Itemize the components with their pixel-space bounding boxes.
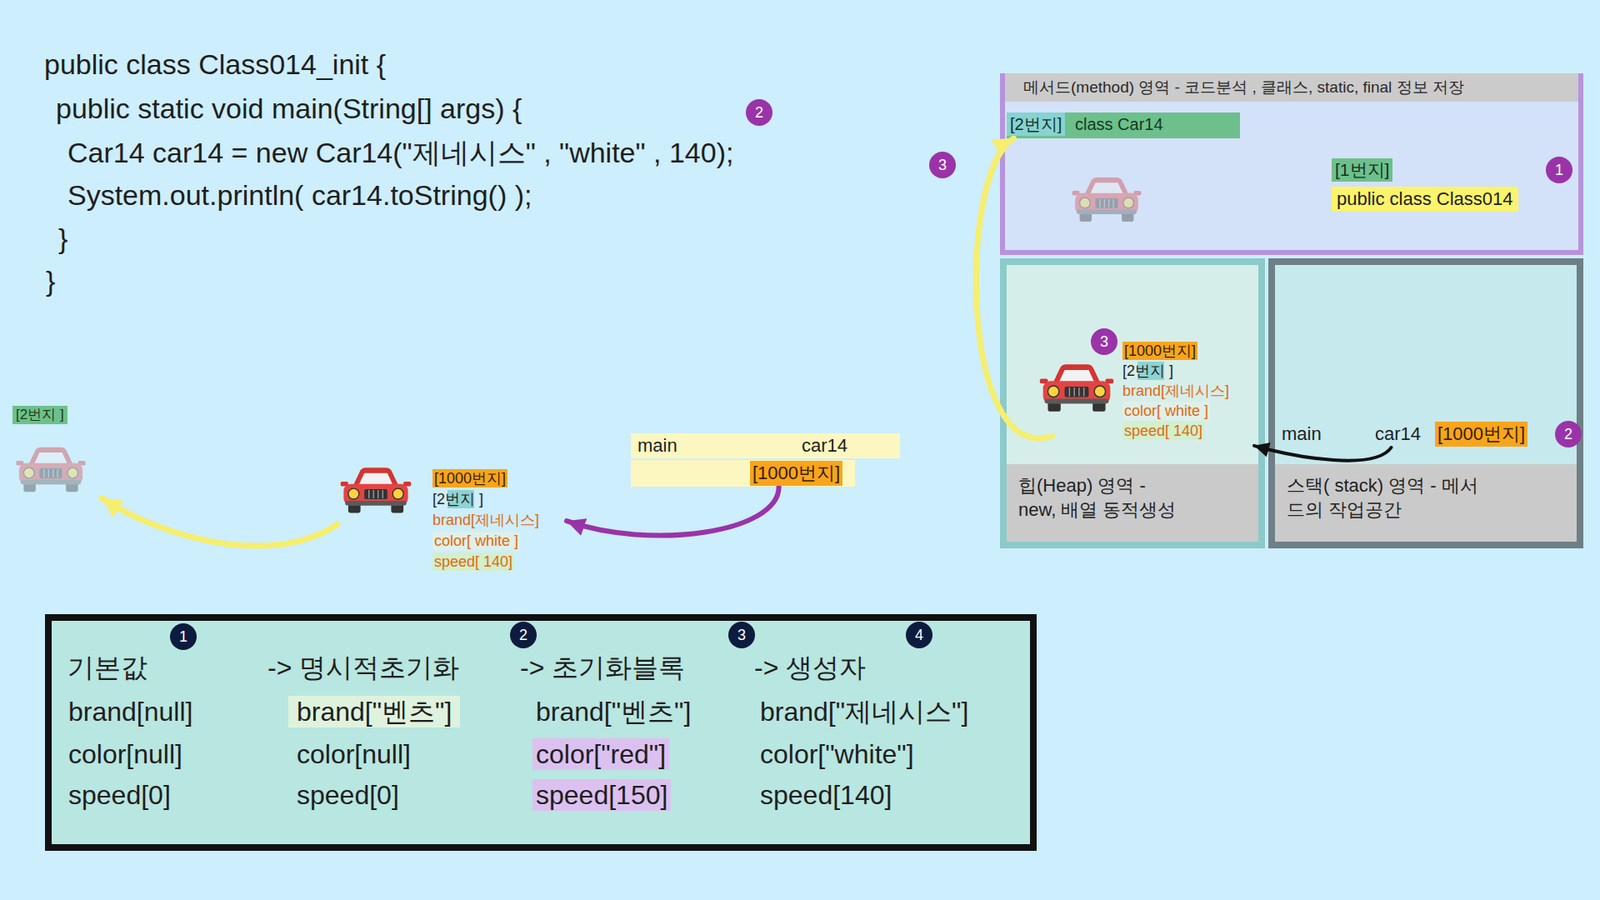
method-area-panel: 메서드(method) 영역 - 코드분석 , 클래스, static, fin… bbox=[1000, 73, 1584, 255]
callout-number: 2 bbox=[1555, 420, 1582, 448]
callout-number: 3 bbox=[728, 621, 755, 649]
address-tag: [1번지] bbox=[1331, 158, 1393, 182]
field-value: speed[ 140] bbox=[432, 552, 515, 571]
table-heading: -> 명시적초기화 bbox=[267, 651, 460, 684]
table-heading: 기본값 bbox=[67, 651, 148, 684]
car-illustration bbox=[15, 447, 85, 492]
code-line: Car14 car14 = new Car14("제네시스" , "white"… bbox=[67, 135, 734, 170]
method-name: main bbox=[637, 433, 678, 459]
callout-number: 2 bbox=[745, 99, 773, 126]
class-name: class Car14 bbox=[1075, 112, 1164, 136]
address-tag: [2번지 ] bbox=[12, 405, 68, 425]
reference-value: [1000번지] bbox=[750, 460, 843, 486]
table-cell: brand[null] bbox=[68, 695, 193, 728]
table-cell: brand["벤츠"] bbox=[535, 695, 691, 728]
field-value: color[ white ] bbox=[1122, 401, 1210, 420]
class-address: [2번지 ] bbox=[432, 490, 484, 509]
code-line: System.out.println( car14.toString() ); bbox=[67, 178, 532, 213]
callout-number: 1 bbox=[1545, 156, 1573, 184]
stack-frame-band bbox=[630, 460, 855, 487]
table-heading: -> 초기화블록 bbox=[520, 651, 685, 684]
field-value: brand[제네시스] bbox=[432, 510, 540, 530]
table-cell: speed[150] bbox=[532, 779, 671, 811]
address-tag: [1000번지] bbox=[432, 469, 508, 488]
code-line: public class Class014_init { bbox=[44, 47, 386, 82]
heap-area-panel: 힙(Heap) 영역 - new, 배열 동적생성 [1000번지][2번지 ]b… bbox=[1000, 258, 1265, 549]
table-cell: speed[0] bbox=[68, 779, 171, 811]
table-cell: speed[140] bbox=[760, 779, 892, 811]
callout-number: 3 bbox=[929, 151, 956, 179]
field-value: speed[ 140] bbox=[1122, 421, 1205, 440]
connector-arrow bbox=[566, 486, 780, 536]
area-heading: 메서드(method) 영역 - 코드분석 , 클래스, static, fin… bbox=[1023, 77, 1465, 98]
table-cell: brand["벤츠"] bbox=[288, 695, 460, 728]
table-frame bbox=[48, 617, 1034, 848]
table-heading: -> 생성자 bbox=[754, 651, 866, 684]
variable-name: car14 bbox=[801, 433, 848, 459]
field-value: brand[제네시스] bbox=[1122, 381, 1230, 400]
class-address-tag: [2번지] class Car14 bbox=[1006, 112, 1240, 139]
stack-frame: main car14 [1000번지] bbox=[1275, 420, 1552, 448]
area-heading: 힙(Heap) 영역 - new, 배열 동적생성 bbox=[1006, 464, 1259, 542]
area-heading: 스택( stack) 영역 - 메서드의 작업공간 bbox=[1275, 464, 1577, 542]
code-line: } bbox=[58, 221, 68, 256]
code-line: public static void main(String[] args) { bbox=[55, 91, 522, 126]
table-cell: color[null] bbox=[68, 738, 183, 770]
callout-number: 2 bbox=[510, 621, 537, 649]
address-tag: [2번지] bbox=[1006, 112, 1065, 136]
stack-area-panel: 스택( stack) 영역 - 메서드의 작업공간 main car14 [1000번… bbox=[1268, 258, 1584, 549]
callout-number: 4 bbox=[905, 621, 933, 649]
address-tag: [1000번지] bbox=[1122, 341, 1198, 360]
variable-name: car14 bbox=[1375, 421, 1421, 447]
table-cell: color["red"] bbox=[532, 738, 670, 770]
callout-number: 1 bbox=[170, 623, 197, 650]
class-name: public class Class014 bbox=[1331, 186, 1519, 212]
field-value: color[ white ] bbox=[432, 531, 520, 550]
code-line: } bbox=[45, 264, 55, 299]
callout-number: 3 bbox=[1090, 328, 1118, 355]
table-cell: speed[0] bbox=[296, 779, 400, 811]
connector-arrow bbox=[101, 498, 338, 546]
stack-frame-band bbox=[630, 433, 900, 459]
reference-value: [1000번지] bbox=[1435, 421, 1528, 447]
table-cell: color[null] bbox=[296, 738, 411, 770]
class-address: [2번지 ] bbox=[1122, 361, 1174, 380]
table-cell: color["white"] bbox=[760, 738, 915, 770]
main-class-tag: [1번지] public class Class014 bbox=[1331, 158, 1569, 214]
car-illustration bbox=[340, 467, 412, 513]
table-cell: brand["제네시스"] bbox=[760, 695, 969, 728]
method-name: main bbox=[1281, 421, 1322, 447]
